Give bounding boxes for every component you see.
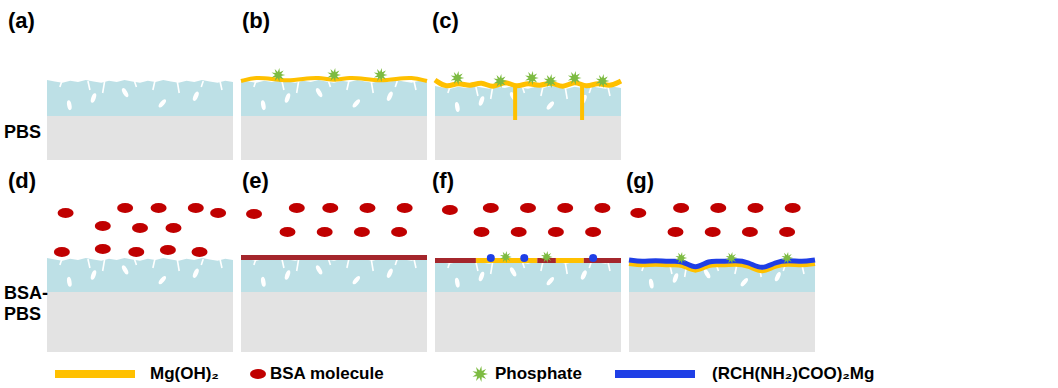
mg-substrate — [47, 292, 233, 352]
mg-substrate — [629, 292, 815, 352]
bsa-molecule — [483, 203, 499, 213]
bsa-molecule — [548, 227, 564, 237]
bsa-molecule — [668, 227, 684, 237]
bsa-molecule — [585, 227, 601, 237]
panel-letter: (b) — [242, 8, 270, 33]
mg-substrate — [241, 292, 427, 352]
panel-letter: (c) — [432, 8, 459, 33]
substrate — [241, 203, 427, 352]
bsa-molecule — [128, 247, 144, 257]
bsa-molecule — [359, 203, 375, 213]
bsa-molecule — [246, 209, 262, 219]
bsa-molecule — [192, 247, 208, 257]
bsa-molecule — [557, 203, 573, 213]
corrosion-layer — [435, 261, 621, 292]
corrosion-layer — [47, 80, 233, 116]
bsa-molecule — [322, 203, 338, 213]
bsa-molecule — [474, 227, 490, 237]
bsa-molecule — [594, 203, 610, 213]
bsa-molecule — [132, 223, 148, 233]
phosphate-symbol — [726, 252, 738, 264]
substrate — [435, 203, 621, 352]
mg-substrate — [435, 116, 621, 160]
corrosion-layer — [435, 86, 621, 116]
panel-letter: (d) — [8, 168, 36, 193]
substrate — [241, 68, 427, 160]
legend-label: Mg(OH)₂ — [150, 364, 219, 384]
row-label: PBS — [4, 122, 41, 143]
bsa-molecule — [95, 221, 111, 231]
bsa-molecule — [785, 203, 801, 213]
bsa-molecule — [673, 203, 689, 213]
bsa-symbol — [248, 365, 268, 383]
phosphate-symbol — [327, 68, 341, 82]
phosphate-symbol — [374, 68, 388, 82]
bsa-molecule — [165, 223, 181, 233]
corrosion-layer — [241, 80, 427, 116]
bsa-molecule — [289, 203, 305, 213]
phosphate-symbol — [568, 71, 582, 85]
phosphate-symbol — [494, 74, 508, 88]
panel-letter: (f) — [432, 168, 454, 193]
corrosion-layer — [629, 264, 815, 292]
legend-label: BSA molecule — [270, 364, 384, 384]
mg-substrate — [47, 116, 233, 160]
phosphate-symbol — [541, 251, 553, 263]
bsa-molecule — [511, 227, 527, 237]
bsa-molecule — [520, 203, 536, 213]
bsa-molecule — [747, 203, 763, 213]
bsa-molecule — [117, 203, 133, 213]
substrate — [47, 80, 233, 160]
bsa-molecule — [397, 203, 413, 213]
phosphate-symbol — [675, 252, 687, 264]
phosphate-symbol — [525, 71, 539, 85]
substrate — [629, 203, 815, 352]
bsa-molecule — [354, 227, 370, 237]
bsa-molecule — [54, 247, 70, 257]
bsa-molecule — [317, 227, 333, 237]
bsa-molecule — [151, 203, 167, 213]
phosphate-symbol — [500, 251, 512, 263]
substrate — [47, 203, 233, 352]
phosphate-symbol — [272, 68, 286, 82]
bsa-molecule — [779, 227, 795, 237]
legend-swatch — [55, 365, 135, 383]
phosphate-symbol — [544, 74, 558, 88]
corrosion-layer — [241, 258, 427, 292]
bsa-molecule — [58, 208, 74, 218]
substrate — [435, 71, 621, 160]
phosphate-symbol — [596, 74, 610, 88]
phosphate-symbol — [782, 252, 794, 264]
bsa-molecule — [630, 208, 646, 218]
panel-letter: (g) — [626, 168, 654, 193]
legend-label: Phosphate — [495, 364, 582, 384]
bsa-molecule — [710, 203, 726, 213]
mg-substrate — [435, 292, 621, 352]
mg-oh2-layer — [435, 80, 621, 86]
bsa-molecule — [210, 208, 226, 218]
bsa-molecule — [280, 227, 296, 237]
bsa-molecule — [160, 245, 176, 255]
row-label: BSA-PBS — [4, 283, 48, 324]
bsa-molecule — [95, 244, 111, 254]
bsa-layer — [241, 255, 427, 260]
bsa-molecule — [188, 203, 204, 213]
phosphate-symbol — [451, 71, 465, 85]
phosphate-symbol — [470, 365, 490, 383]
legend-label: (RCH(NH₂)COO)₂Mg — [712, 364, 874, 384]
bsa-molecule — [742, 227, 758, 237]
bsa-molecule — [442, 205, 458, 215]
bsa-molecule — [391, 227, 407, 237]
panel-letter: (e) — [242, 168, 269, 193]
panel-letter: (a) — [8, 8, 35, 33]
legend-swatch — [615, 365, 695, 383]
mg-substrate — [241, 116, 427, 160]
corrosion-layer — [47, 258, 233, 292]
bsa-molecule — [705, 227, 721, 237]
